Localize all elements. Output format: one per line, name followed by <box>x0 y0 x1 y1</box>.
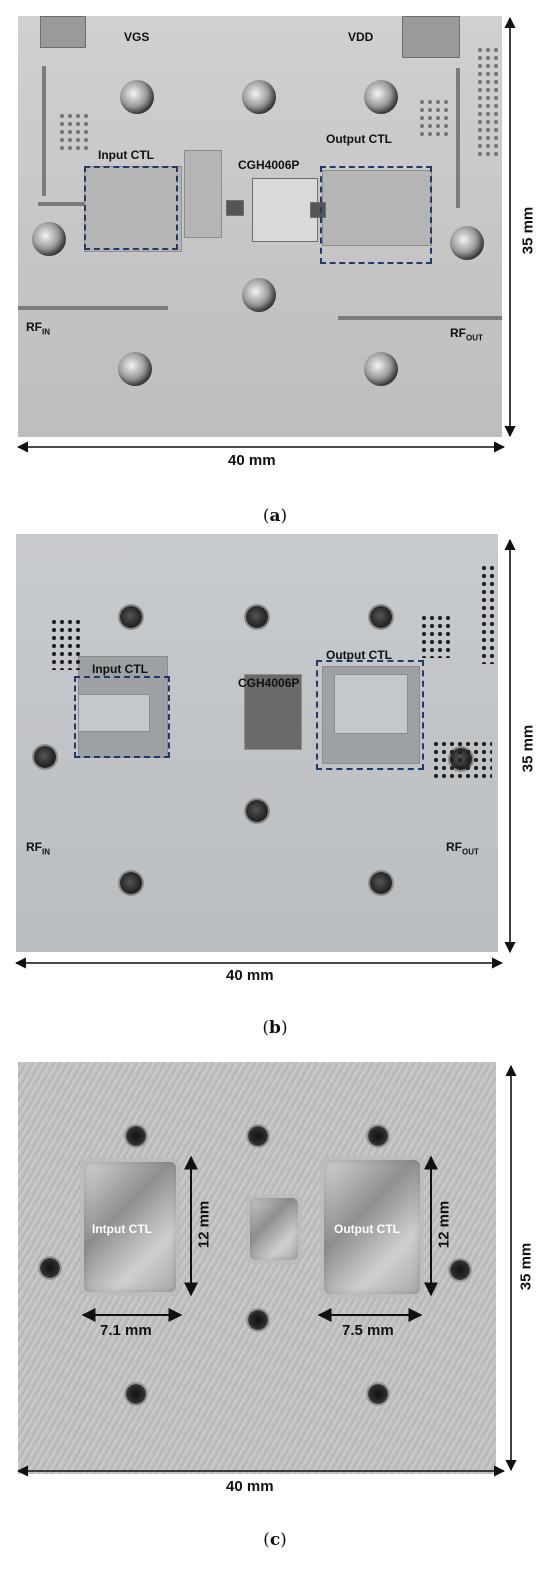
via-grid <box>432 740 492 780</box>
mounting-hole <box>120 606 142 628</box>
screw <box>242 278 276 312</box>
input-width-arrow <box>81 1308 183 1322</box>
bias-trace-left <box>42 66 46 196</box>
output-ctl-label: Output CTL <box>326 648 392 662</box>
output-feed-trace <box>338 316 502 320</box>
input-height-arrow <box>184 1155 198 1297</box>
height-dimension: 35 mm <box>517 1242 535 1291</box>
pcb-bottom-photo <box>16 534 498 952</box>
width-dimension-arrow <box>16 441 506 453</box>
carrier-plate-photo <box>18 1062 496 1474</box>
screw <box>32 222 66 256</box>
height-dimension-arrow <box>504 538 516 954</box>
input-ctl-cavity <box>80 1158 180 1296</box>
vdd-connector <box>402 16 460 58</box>
width-dimension: 40 mm <box>226 1478 274 1495</box>
output-ctl-pad <box>322 170 432 246</box>
output-ctl-cavity <box>320 1156 424 1298</box>
via-grid <box>476 46 498 156</box>
screw-hole <box>248 1310 268 1330</box>
input-height-dim: 12 mm <box>195 1200 213 1249</box>
vgs-connector <box>40 16 86 48</box>
mounting-hole <box>120 872 142 894</box>
input-feed-trace <box>18 306 168 310</box>
width-dimension: 40 mm <box>226 967 274 984</box>
transistor-label: CGH4006P <box>238 676 300 690</box>
screw-hole <box>126 1126 146 1146</box>
mounting-hole <box>246 606 268 628</box>
caption-a: (a) <box>262 506 288 526</box>
screw <box>364 352 398 386</box>
pcb-top-photo <box>18 16 502 437</box>
via-grid <box>480 564 498 664</box>
via-grid <box>58 112 90 152</box>
figure-panel-c: Intput CTL Output CTL 12 mm 12 mm 7.1 mm… <box>0 1050 550 1592</box>
screw-hole <box>368 1384 388 1404</box>
vgs-label: VGS <box>124 30 150 44</box>
output-height-dim: 12 mm <box>435 1200 453 1249</box>
via-grid <box>420 614 454 658</box>
input-ctl-label: Input CTL <box>92 662 148 676</box>
input-ctl-box <box>74 676 170 758</box>
output-ctl-box <box>316 660 424 770</box>
screw <box>120 80 154 114</box>
vdd-label: VDD <box>348 30 374 44</box>
input-stub <box>184 150 222 238</box>
rf-in-label: RFIN <box>26 320 50 337</box>
caption-b: (b) <box>262 1018 288 1038</box>
output-width-arrow <box>317 1308 423 1322</box>
screw <box>450 226 484 260</box>
screw-hole <box>368 1126 388 1146</box>
caption-c: (c) <box>263 1530 287 1550</box>
screw <box>242 80 276 114</box>
rf-out-label: RFOUT <box>450 326 483 343</box>
output-ctl-label: Output CTL <box>326 132 392 146</box>
height-dimension: 35 mm <box>519 206 537 255</box>
width-dimension: 40 mm <box>228 452 276 469</box>
smd-component <box>226 200 244 216</box>
height-dimension-arrow <box>505 1064 517 1472</box>
screw-hole <box>450 1260 470 1280</box>
output-ctl-label: Output CTL <box>334 1222 400 1236</box>
mounting-hole <box>370 606 392 628</box>
output-width-dim: 7.5 mm <box>342 1322 394 1339</box>
height-dimension-arrow <box>504 16 516 438</box>
rf-out-label: RFOUT <box>446 840 479 857</box>
input-ctl-label: Intput CTL <box>92 1222 152 1236</box>
mounting-hole <box>34 746 56 768</box>
width-dimension-arrow <box>16 1465 506 1477</box>
mounting-hole <box>246 800 268 822</box>
screw-hole <box>126 1384 146 1404</box>
transistor-label: CGH4006P <box>238 158 300 172</box>
transistor-package <box>252 178 318 242</box>
screw-hole <box>40 1258 60 1278</box>
smd-component <box>310 202 326 218</box>
output-ctl-inner <box>334 674 408 734</box>
width-dimension-arrow <box>14 957 504 969</box>
rf-in-label: RFIN <box>26 840 50 857</box>
mounting-hole <box>370 872 392 894</box>
screw <box>364 80 398 114</box>
input-ctl-box <box>84 166 178 250</box>
screw <box>118 352 152 386</box>
figure-panel-b: Input CTL Output CTL CGH4006P RFIN RFOUT… <box>0 530 550 1050</box>
input-ctl-label: Input CTL <box>98 148 154 162</box>
output-ctl-box <box>320 166 432 264</box>
via-grid <box>418 98 450 138</box>
height-dimension: 35 mm <box>519 724 537 773</box>
figure-panel-a: VGS VDD Input CTL Output CTL CGH4006P RF… <box>0 0 550 530</box>
bias-trace-right <box>456 68 460 208</box>
via-grid <box>50 618 82 670</box>
screw-hole <box>248 1126 268 1146</box>
transistor-cavity-pad <box>244 674 302 750</box>
transistor-cavity <box>246 1194 302 1264</box>
input-ctl-inner <box>78 694 150 732</box>
input-width-dim: 7.1 mm <box>100 1322 152 1339</box>
output-height-arrow <box>424 1155 438 1297</box>
